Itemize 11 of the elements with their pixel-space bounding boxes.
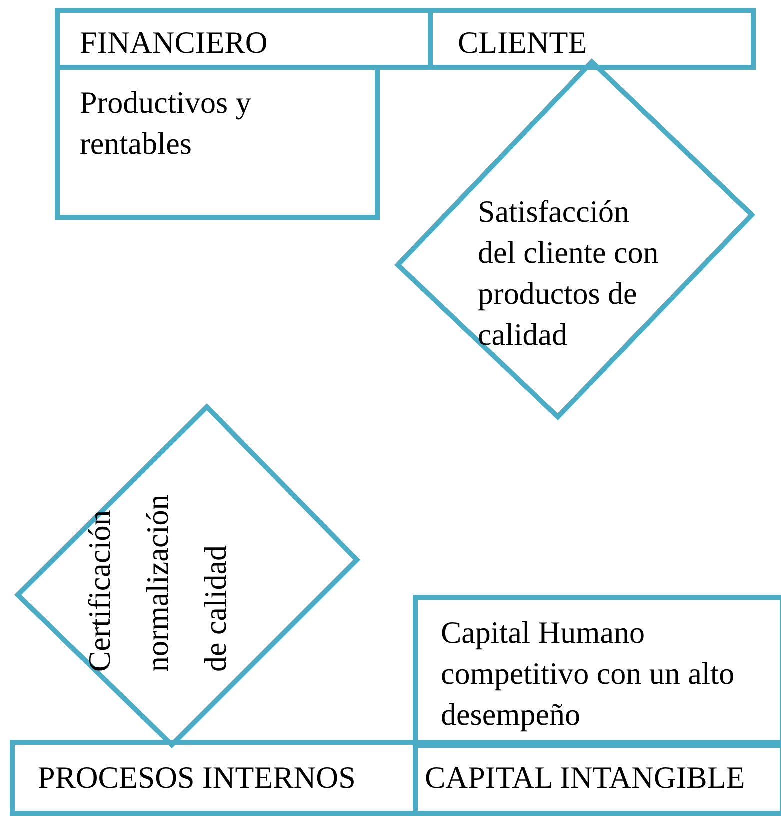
node-text: CLIENTE [458, 24, 588, 62]
node-text: PROCESOS INTERNOS [38, 759, 357, 797]
node-text: CAPITAL INTANGIBLE [425, 759, 746, 797]
node-text: Satisfacción del cliente con productos de calidad [478, 193, 660, 354]
node-text: FINANCIERO [80, 24, 269, 62]
node-text: Capital Humano competitivo con un alto desempeño [441, 614, 736, 734]
decision-diamond [16, 405, 360, 748]
label-box [413, 595, 781, 748]
node-text: Certificación normalización de calidad [81, 494, 234, 672]
decision-diamond [396, 60, 754, 420]
node-text: Productivos y rentables [80, 84, 252, 163]
